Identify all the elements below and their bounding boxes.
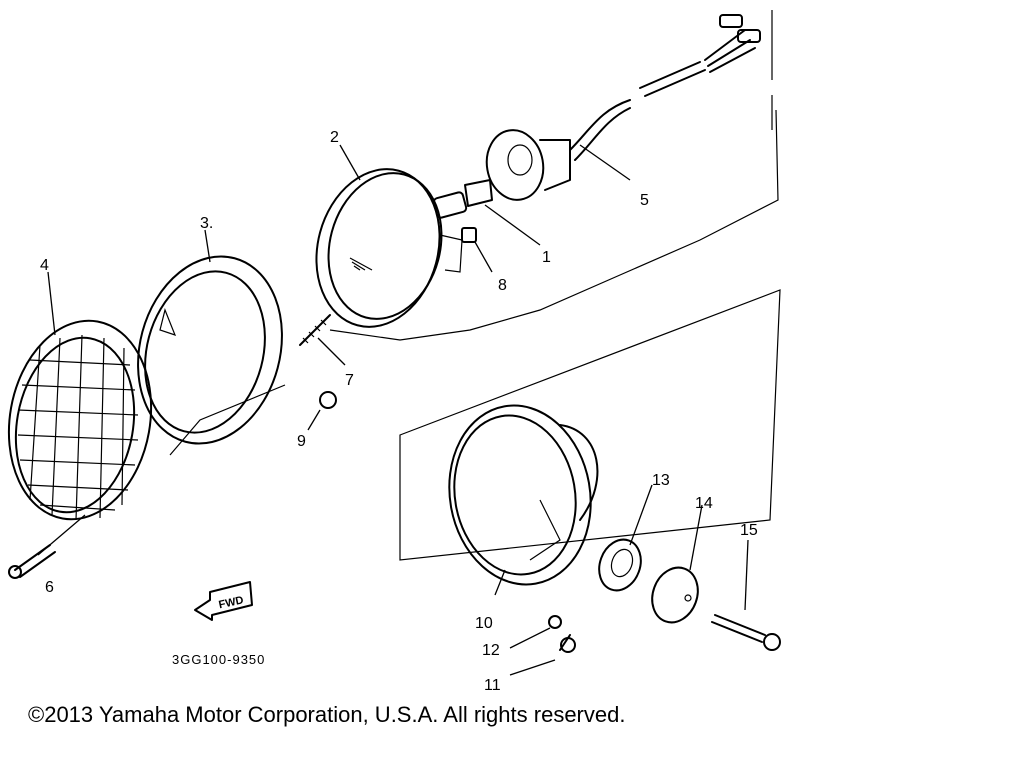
- callout-2: 2: [330, 129, 339, 146]
- callout-4: 4: [40, 257, 49, 274]
- fwd-arrow-icon: FWD: [194, 581, 253, 621]
- callout-1: 1: [542, 249, 551, 266]
- group-frame: [169, 10, 781, 561]
- drawing-code: 3GG100-9350: [172, 652, 265, 667]
- part-5-socket-cord: [485, 14, 761, 201]
- part-9-screw: [319, 391, 337, 409]
- part-4-grille-guard: [7, 319, 153, 521]
- callout-14: 14: [695, 495, 713, 512]
- part-8-nut: [461, 227, 477, 243]
- part-2-headlight-unit: [315, 168, 463, 328]
- part-14-cap: [651, 566, 699, 624]
- callout-11: 11: [484, 677, 501, 694]
- part-15-bolt: [711, 614, 781, 651]
- callout-7: 7: [345, 372, 354, 389]
- part-10-headlight-body: [448, 404, 599, 586]
- part-12-nut: [548, 615, 562, 629]
- part-1-bulb: [432, 179, 493, 219]
- callout-numbers: 1 2 3. 4 5 6 7 8 9 10 11 12 13 14 15: [40, 129, 758, 694]
- callout-6: 6: [45, 579, 54, 596]
- part-6-screw: [8, 544, 56, 579]
- callout-3: 3.: [200, 215, 213, 232]
- part-13-grommet: [598, 538, 642, 592]
- callout-10: 10: [475, 615, 493, 632]
- part-3-rim: [137, 255, 283, 445]
- callout-12: 12: [482, 642, 500, 659]
- part-7-screw: [299, 314, 331, 346]
- fwd-label: FWD: [218, 594, 245, 611]
- leader-lines: [37, 144, 749, 676]
- callout-8: 8: [498, 277, 507, 294]
- copyright-notice: ©2013 Yamaha Motor Corporation, U.S.A. A…: [28, 702, 626, 727]
- callout-13: 13: [652, 472, 670, 489]
- callout-5: 5: [640, 192, 649, 209]
- callout-15: 15: [740, 522, 758, 539]
- callout-9: 9: [297, 433, 306, 450]
- part-11-screw: [559, 634, 576, 653]
